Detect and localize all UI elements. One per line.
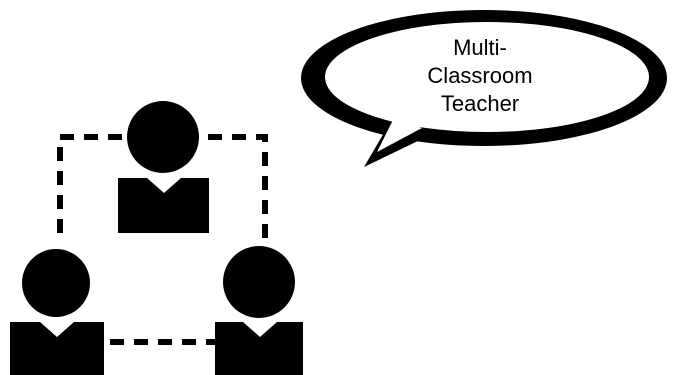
speech-bubble-text: Multi- Classroom Teacher — [400, 34, 560, 118]
speech-bubble-fill — [325, 22, 649, 132]
speech-bubble-tail-inner — [377, 118, 422, 152]
connector-top-right — [208, 134, 268, 242]
speech-bubble-line-1: Multi- — [453, 35, 507, 60]
person-icon — [10, 249, 104, 375]
speech-bubble-line-3: Teacher — [440, 91, 520, 116]
speech-bubble — [301, 10, 667, 167]
person-icon — [118, 101, 209, 233]
connector-top-left — [57, 134, 122, 242]
speech-bubble-line-2: Classroom — [427, 63, 533, 88]
person-icon — [215, 246, 303, 375]
dashed-connectors — [57, 134, 268, 345]
